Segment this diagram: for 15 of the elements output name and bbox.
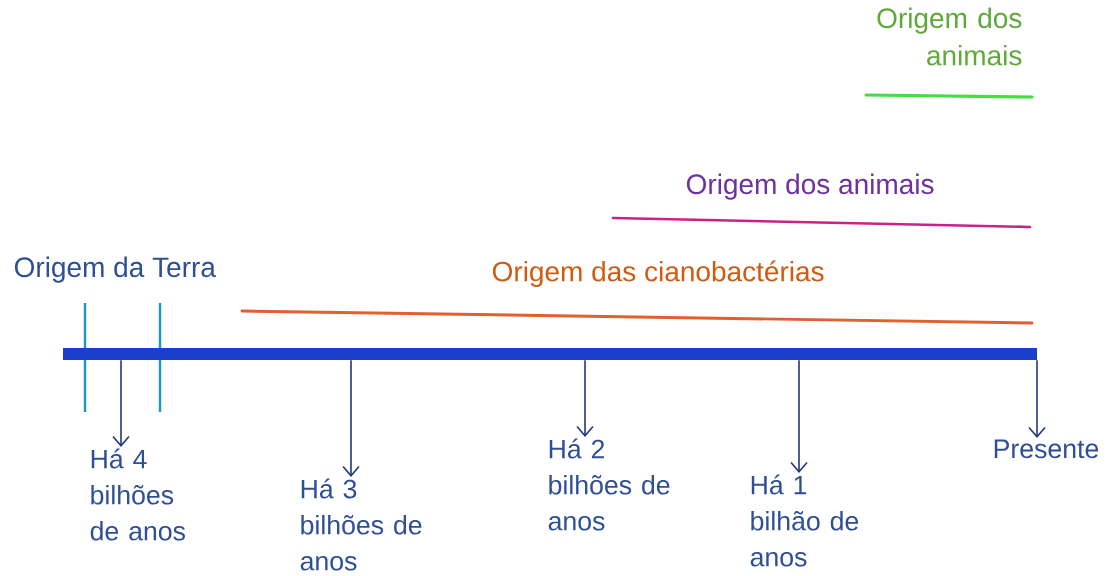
period-label: Origem da Terra xyxy=(14,256,216,283)
period-label: Origem dos animais xyxy=(877,7,1022,66)
arrow xyxy=(1028,359,1046,438)
time-label: Presente xyxy=(994,439,1099,459)
period-label: Origem dos animais xyxy=(686,173,934,200)
period-label: Origem das cianobactérias xyxy=(492,260,824,288)
time-label: Há 3 bilhões de anos xyxy=(300,478,422,571)
time-label: Há 1 bilhão de anos xyxy=(750,474,859,567)
timeline-axis xyxy=(63,348,1037,360)
time-label: Há 4 bilhões de anos xyxy=(90,448,185,541)
arrow xyxy=(790,359,808,473)
time-label: Há 2 bilhões de anos xyxy=(548,438,670,531)
arrow xyxy=(576,359,594,437)
arrow xyxy=(112,359,130,447)
arrow xyxy=(342,359,360,477)
